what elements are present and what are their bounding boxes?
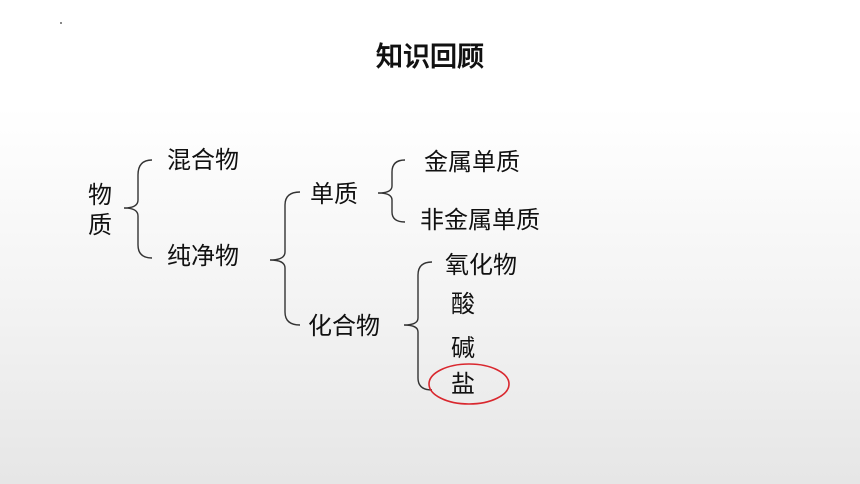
node-oxide: 氧化物 — [445, 251, 517, 279]
node-nonmetal-element: 非金属单质 — [420, 206, 540, 234]
node-element: 单质 — [310, 180, 358, 208]
root-char-1: 物 — [88, 181, 112, 209]
node-salt: 盐 — [451, 370, 475, 398]
bracket-element — [377, 159, 406, 223]
node-mixture: 混合物 — [167, 146, 239, 174]
bracket-root — [123, 159, 153, 259]
node-acid: 酸 — [451, 290, 475, 318]
node-base: 碱 — [451, 334, 475, 362]
node-compound: 化合物 — [308, 312, 380, 340]
node-metal-element: 金属单质 — [424, 148, 520, 176]
root-char-2: 质 — [88, 211, 112, 239]
root-label: 物 质 — [86, 180, 114, 240]
bracket-compound — [403, 261, 433, 391]
highlight-ellipse — [428, 363, 510, 405]
bracket-pure — [269, 191, 301, 326]
slide-title: 知识回顾 — [376, 42, 484, 73]
node-pure: 纯净物 — [167, 242, 239, 270]
corner-dot — [60, 22, 62, 24]
